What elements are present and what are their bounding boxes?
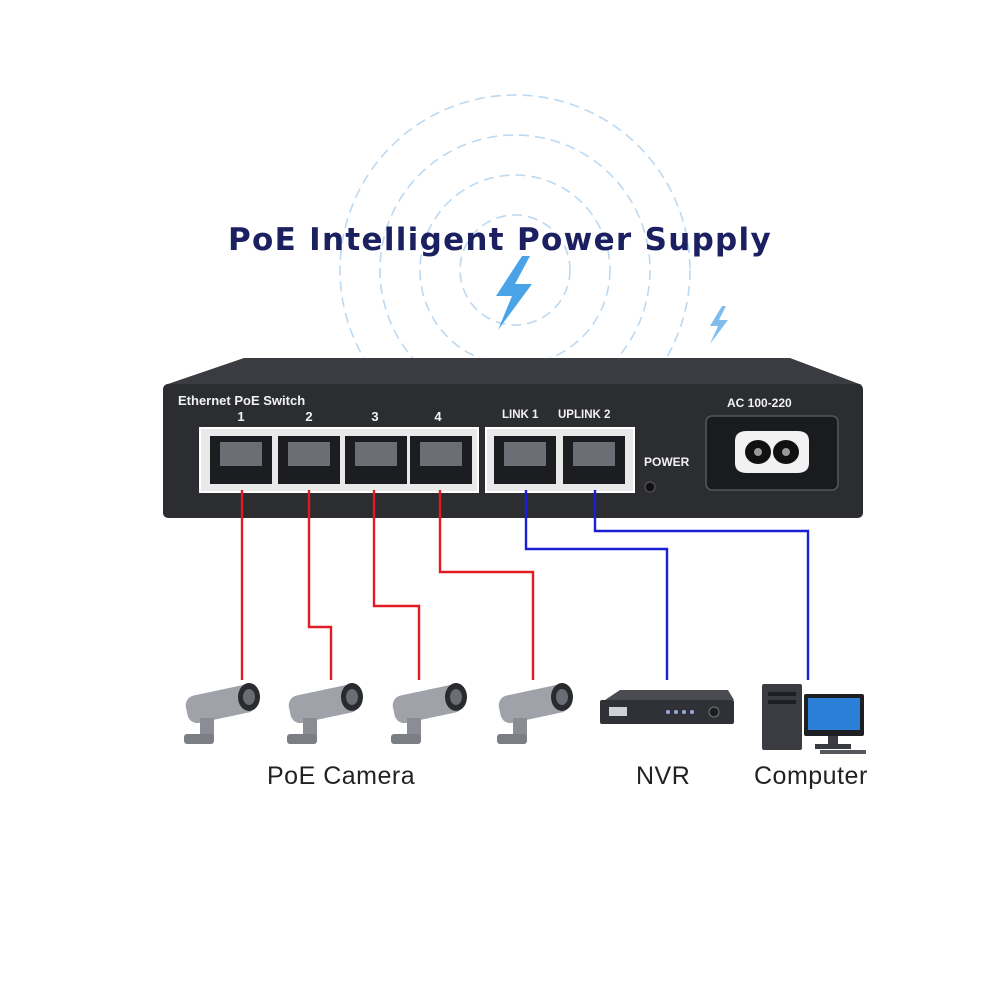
ac-label: AC 100-220 — [727, 396, 792, 410]
switch-title: Ethernet PoE Switch — [178, 393, 306, 408]
nvr-icon — [600, 690, 734, 724]
uplink-cables — [524, 490, 810, 680]
rj45-port-link1[interactable] — [494, 436, 556, 484]
port-number-1: 1 — [237, 409, 245, 424]
port-number-4: 4 — [434, 409, 442, 424]
rj45-port-uplink2[interactable] — [563, 436, 625, 484]
power-led — [644, 481, 656, 493]
headline: PoE Intelligent Power Supply — [228, 222, 772, 258]
cable-uplink2-computer — [593, 490, 810, 680]
port-number-2: 2 — [305, 409, 313, 424]
cable-port3-camera3 — [372, 490, 421, 680]
camera-icon-4 — [497, 683, 573, 744]
uplink-label-2: UPLINK 2 — [558, 409, 611, 421]
switch-top — [165, 358, 862, 385]
cable-link1-nvr — [524, 490, 669, 680]
power-label: POWER — [644, 455, 690, 469]
rj45-port-1[interactable] — [210, 436, 272, 484]
computer-icon — [762, 684, 866, 754]
computer-label: Computer — [754, 762, 868, 790]
rj45-port-2[interactable] — [278, 436, 340, 484]
uplink-label-1: LINK 1 — [502, 409, 539, 421]
camera-label: PoE Camera — [267, 762, 416, 790]
camera-icon-1 — [184, 683, 260, 744]
cable-port4-camera4 — [438, 490, 535, 680]
lightning-small-icon — [710, 306, 728, 344]
poe-cables — [240, 490, 535, 680]
nvr-label: NVR — [636, 762, 691, 790]
rj45-port-3[interactable] — [345, 436, 407, 484]
camera-icon-2 — [287, 683, 363, 744]
ac-power-socket — [705, 415, 839, 491]
rj45-port-4[interactable] — [410, 436, 472, 484]
port-number-3: 3 — [371, 409, 379, 424]
rj45-ports — [210, 436, 625, 484]
lightning-icon — [496, 256, 532, 330]
cable-port2-camera2 — [307, 490, 333, 680]
camera-icon-3 — [391, 683, 467, 744]
